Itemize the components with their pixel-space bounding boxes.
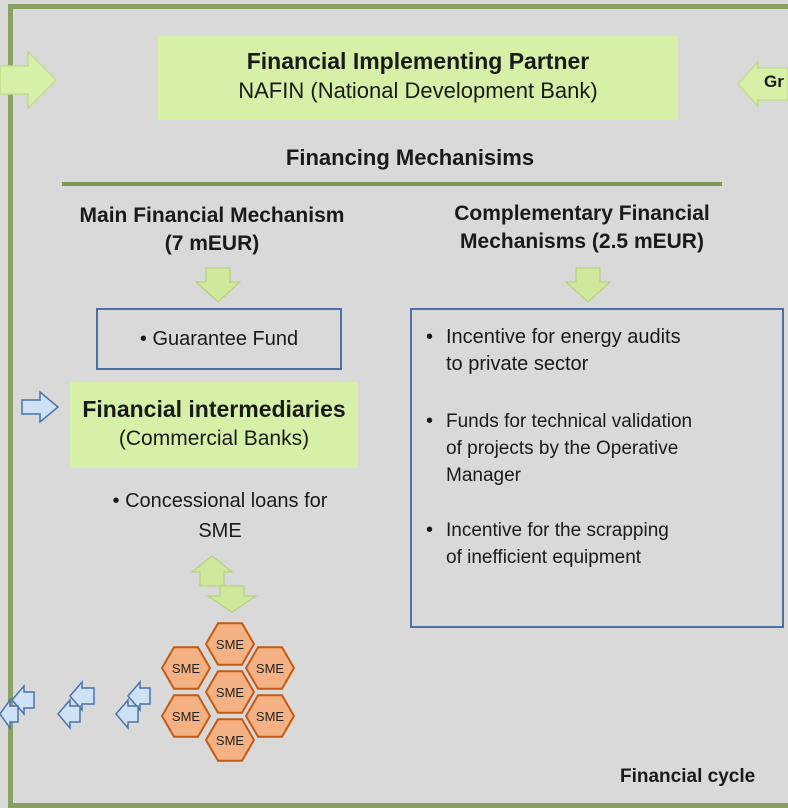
- left-green-arrow-icon: [0, 50, 58, 110]
- sme-hexagon-label: SME: [172, 709, 201, 724]
- sme-hexagon: [204, 718, 256, 762]
- exchange-arrow-icon: [190, 555, 258, 613]
- mechanisms-heading: Financing Mechanisims: [285, 145, 535, 170]
- sme-hexagon-label: SME: [216, 637, 245, 652]
- right-green-arrow-icon: [736, 60, 788, 108]
- sme-hexagon: [160, 694, 212, 738]
- financial-cycle-label: Financial cycle: [620, 766, 756, 787]
- sme-hexagon: [160, 646, 212, 690]
- sme-hexagon-label: SME: [256, 709, 285, 724]
- guarantee-fund-text: • Guarantee Fund: [139, 328, 299, 350]
- main-mechanism-heading: Main Financial Mechanism (7 mEUR): [79, 204, 345, 255]
- concessional-loans-text: • Concessional loans for SME: [112, 490, 328, 542]
- sme-hexagon: [204, 622, 256, 666]
- sme-hexagon-label: SME: [172, 661, 201, 676]
- intermediaries-subtitle: (Commercial Banks): [118, 427, 310, 450]
- sme-hexagon-label: SME: [216, 733, 245, 748]
- complementary-items-box: Incentive for energy audits to private s…: [410, 308, 784, 628]
- complementary-item: Incentive for the scrapping of inefficie…: [426, 517, 772, 571]
- heading-divider: [62, 182, 722, 186]
- sme-hexagon: [244, 694, 296, 738]
- partner-subtitle: NAFIN (National Development Bank): [238, 78, 598, 103]
- sme-hexagon-label: SME: [256, 661, 285, 676]
- sme-cluster: SME SME SME SME SME SME SME: [160, 622, 296, 762]
- right-cut-label: Gr: [764, 72, 784, 91]
- guarantee-fund-box: • Guarantee Fund: [96, 308, 342, 370]
- sme-hexagon: [244, 646, 296, 690]
- intermediaries-blue-arrow-icon: [21, 390, 60, 424]
- complementary-heading: Complementary Financial Mechanisms (2.5 …: [454, 202, 710, 253]
- intermediaries-box: Financial intermediaries (Commercial Ban…: [70, 382, 358, 468]
- down-arrow-main-icon: [194, 267, 242, 303]
- partner-title: Financial Implementing Partner: [246, 48, 590, 74]
- partner-box: Financial Implementing Partner NAFIN (Na…: [158, 36, 678, 120]
- complementary-item: Incentive for energy audits to private s…: [426, 324, 772, 378]
- sme-exchange-arrows-icon: [0, 679, 151, 731]
- sme-hexagon: [204, 670, 256, 714]
- down-arrow-complementary-icon: [564, 267, 612, 303]
- sme-hexagon-label: SME: [216, 685, 245, 700]
- complementary-list: Incentive for energy audits to private s…: [426, 324, 772, 571]
- intermediaries-title: Financial intermediaries: [82, 396, 346, 422]
- complementary-item: Funds for technical validation of projec…: [426, 408, 772, 489]
